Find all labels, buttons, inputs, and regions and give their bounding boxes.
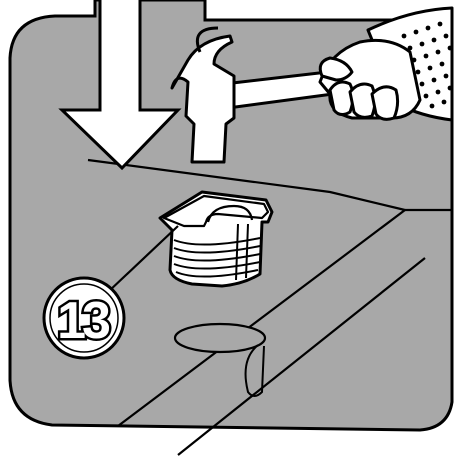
- finger-2: [350, 84, 375, 117]
- part-number-callout: 13: [44, 278, 124, 358]
- finger-1: [330, 82, 353, 115]
- part-number-label: 13: [57, 292, 110, 350]
- cam-fitting: [160, 192, 272, 286]
- hole-opening: [175, 324, 265, 352]
- finger-3: [372, 87, 398, 120]
